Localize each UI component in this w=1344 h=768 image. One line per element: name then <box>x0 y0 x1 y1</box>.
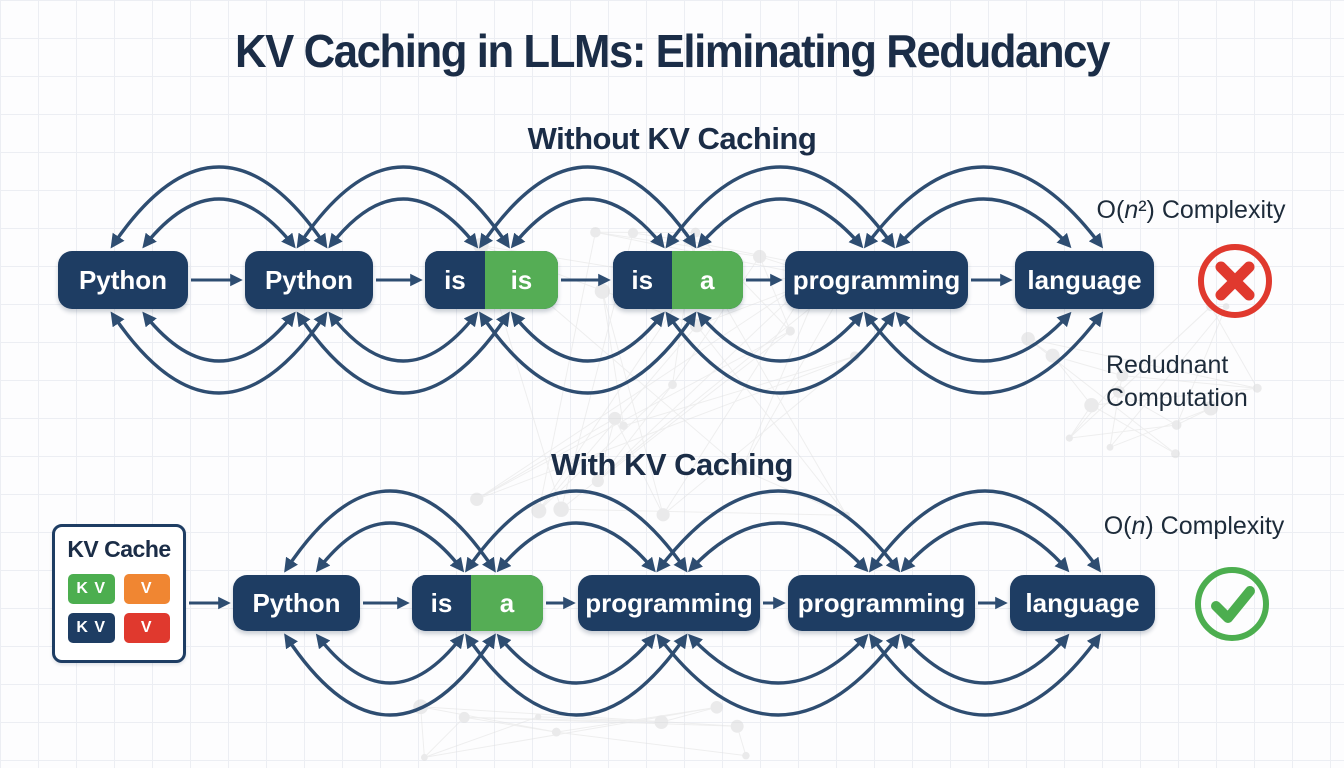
with-attention-arc-bottom-outer <box>465 633 688 717</box>
with-attention-arc-top-outer <box>284 489 496 573</box>
without-attention-arc-top-outer <box>665 165 896 249</box>
without-attention-arc-bottom-outer <box>479 311 697 395</box>
without-attention-arc-bottom-outer <box>296 311 510 395</box>
without-attention-arc-top-outer <box>110 165 328 249</box>
without-attention-arc-bottom-outer <box>110 311 328 395</box>
without-attention-arc-top-inner <box>697 197 864 249</box>
network-cluster <box>413 699 750 761</box>
without-attention-arc-top-inner <box>328 197 479 249</box>
without-attention-arc-bottom-inner <box>142 311 296 363</box>
without-attention-arc-bottom-outer <box>665 311 896 395</box>
without-attention-arc-bottom-inner <box>895 311 1072 363</box>
without-attention-arc-top-inner <box>510 197 665 249</box>
with-attention-arc-bottom-outer <box>284 633 496 717</box>
without-attention-arc-bottom-inner <box>697 311 864 363</box>
kv-cache-chip-green: K V <box>68 574 115 604</box>
without-attention-arc-bottom-inner <box>510 311 665 363</box>
with-attention-arc-top-outer <box>656 489 901 573</box>
without-attention-arc-bottom-outer <box>863 311 1104 395</box>
with-attention-arc-top-inner <box>496 521 656 573</box>
with-attention-arc-bottom-inner <box>496 633 656 685</box>
with-attention-arc-top-inner <box>315 521 465 573</box>
kv-cache-chip-red: V <box>123 613 170 643</box>
with-attention-arc-bottom-inner <box>900 633 1070 685</box>
kv-cache-chips: K V V K V V <box>55 563 183 643</box>
without-attention-arc-top-outer <box>479 165 697 249</box>
without-attention-arc-bottom-inner <box>328 311 479 363</box>
kv-cache-box-title: KV Cache <box>67 536 171 562</box>
kv-cache-box: KV Cache K V V K V V <box>52 524 186 663</box>
with-attention-arc-top-outer <box>868 489 1102 573</box>
with-attention-arc-bottom-inner <box>315 633 465 685</box>
network-cluster <box>1021 302 1262 459</box>
with-attention-arc-bottom-outer <box>656 633 901 717</box>
without-attention-arc-top-inner <box>142 197 296 249</box>
without-attention-arc-top-inner <box>895 197 1072 249</box>
kv-cache-chip-orange: V <box>123 574 170 604</box>
with-attention-arc-top-inner <box>688 521 869 573</box>
with-attention-arc-top-outer <box>465 489 688 573</box>
kv-cache-chip-navy: K V <box>68 613 115 643</box>
with-attention-arc-bottom-inner <box>688 633 869 685</box>
with-attention-arc-top-inner <box>900 521 1070 573</box>
without-attention-arc-top-outer <box>296 165 510 249</box>
with-attention-arc-bottom-outer <box>868 633 1102 717</box>
without-attention-arc-top-outer <box>863 165 1104 249</box>
